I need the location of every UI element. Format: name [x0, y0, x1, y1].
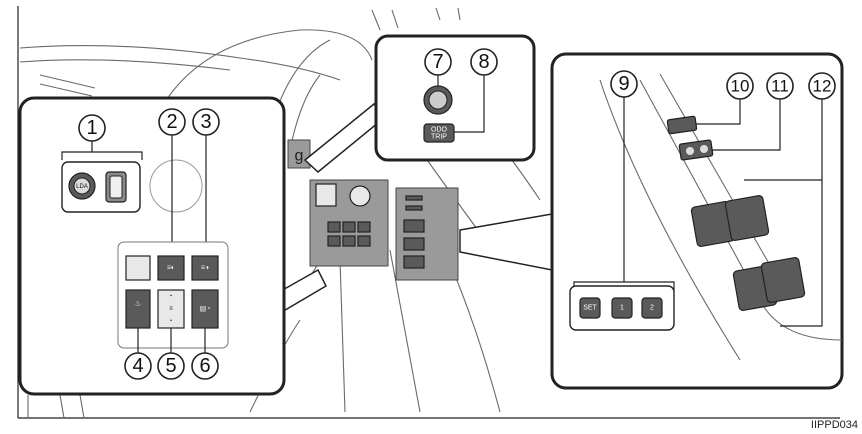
wiper-deicer-switch[interactable]	[125, 289, 151, 329]
callout-5	[157, 352, 185, 380]
seat-memory-2-button[interactable]	[641, 297, 663, 319]
seat-memory-set-button[interactable]	[579, 297, 601, 319]
center-console: g	[287, 139, 459, 281]
window-switch-front-right[interactable]	[724, 195, 770, 241]
callout-5-text: 5	[165, 355, 176, 377]
fog-switch[interactable]	[191, 255, 219, 281]
headlight-switch[interactable]	[157, 255, 185, 281]
callout-6-text: 6	[199, 355, 210, 377]
leveling-mid-glyph: ≡	[169, 306, 173, 312]
center-panel-frame	[374, 34, 536, 162]
connector-top	[303, 102, 386, 173]
callout-3-text: 3	[200, 111, 211, 133]
lda-label: LDA	[76, 184, 88, 190]
callout-7-text: 7	[432, 51, 443, 73]
callout-4-text: 4	[132, 355, 143, 377]
panel-g-label: g	[295, 148, 304, 165]
window-switch-rear-right[interactable]	[760, 257, 806, 303]
callout-1-text: 1	[86, 117, 97, 139]
callout-4	[124, 352, 152, 380]
connector-right	[459, 213, 553, 271]
panel-g-marker	[287, 139, 311, 169]
callout-10-text: 10	[731, 77, 750, 96]
dashboard-sketch	[19, 7, 541, 419]
center-panel: 7 8 ODO TRIP	[374, 34, 536, 162]
callout-9-text: 9	[618, 73, 629, 95]
leveling-down-glyph: ⌄	[168, 317, 173, 323]
door-switch-lines	[403, 195, 425, 269]
leveling-up-glyph: ⌃	[168, 294, 173, 301]
gauge-outline	[149, 159, 203, 213]
console-knob-right	[349, 185, 371, 207]
headlight-glyph: ≡◐	[167, 265, 175, 272]
callout-11-text: 11	[771, 77, 789, 96]
odo-label: ODO	[431, 127, 448, 134]
set-label: SET	[583, 305, 597, 312]
trip-label: TRIP	[431, 134, 447, 141]
callout-8-text: 8	[478, 51, 489, 73]
mirror-glyph: ▤◔	[200, 306, 211, 313]
window-lock-switch[interactable]	[666, 115, 698, 135]
power-window-switches	[690, 195, 806, 311]
deicer-glyph: ♨	[135, 300, 141, 308]
fog-glyph: ≡◑	[201, 265, 209, 272]
callout-12-text: 12	[813, 77, 832, 96]
right-panel: 9 SET 1 2 10 11 12	[550, 52, 844, 390]
odo-trip-button[interactable]	[423, 123, 455, 143]
callout-2-text: 2	[166, 111, 177, 133]
console-switch-grid	[327, 221, 371, 247]
seat-memory-1-button[interactable]	[611, 297, 633, 319]
left-panel: 1 LDA 2 3 ≡◐ ≡◑ ♨ ⌃ ≡ ⌄ ▤◔	[18, 96, 286, 396]
memory-1-label: 1	[620, 305, 624, 312]
console-knob-left	[315, 183, 337, 207]
memory-2-label: 2	[650, 305, 654, 312]
blank-switch	[125, 255, 151, 281]
figure-code: IIPPD034	[811, 419, 858, 431]
callout-6	[191, 352, 219, 380]
